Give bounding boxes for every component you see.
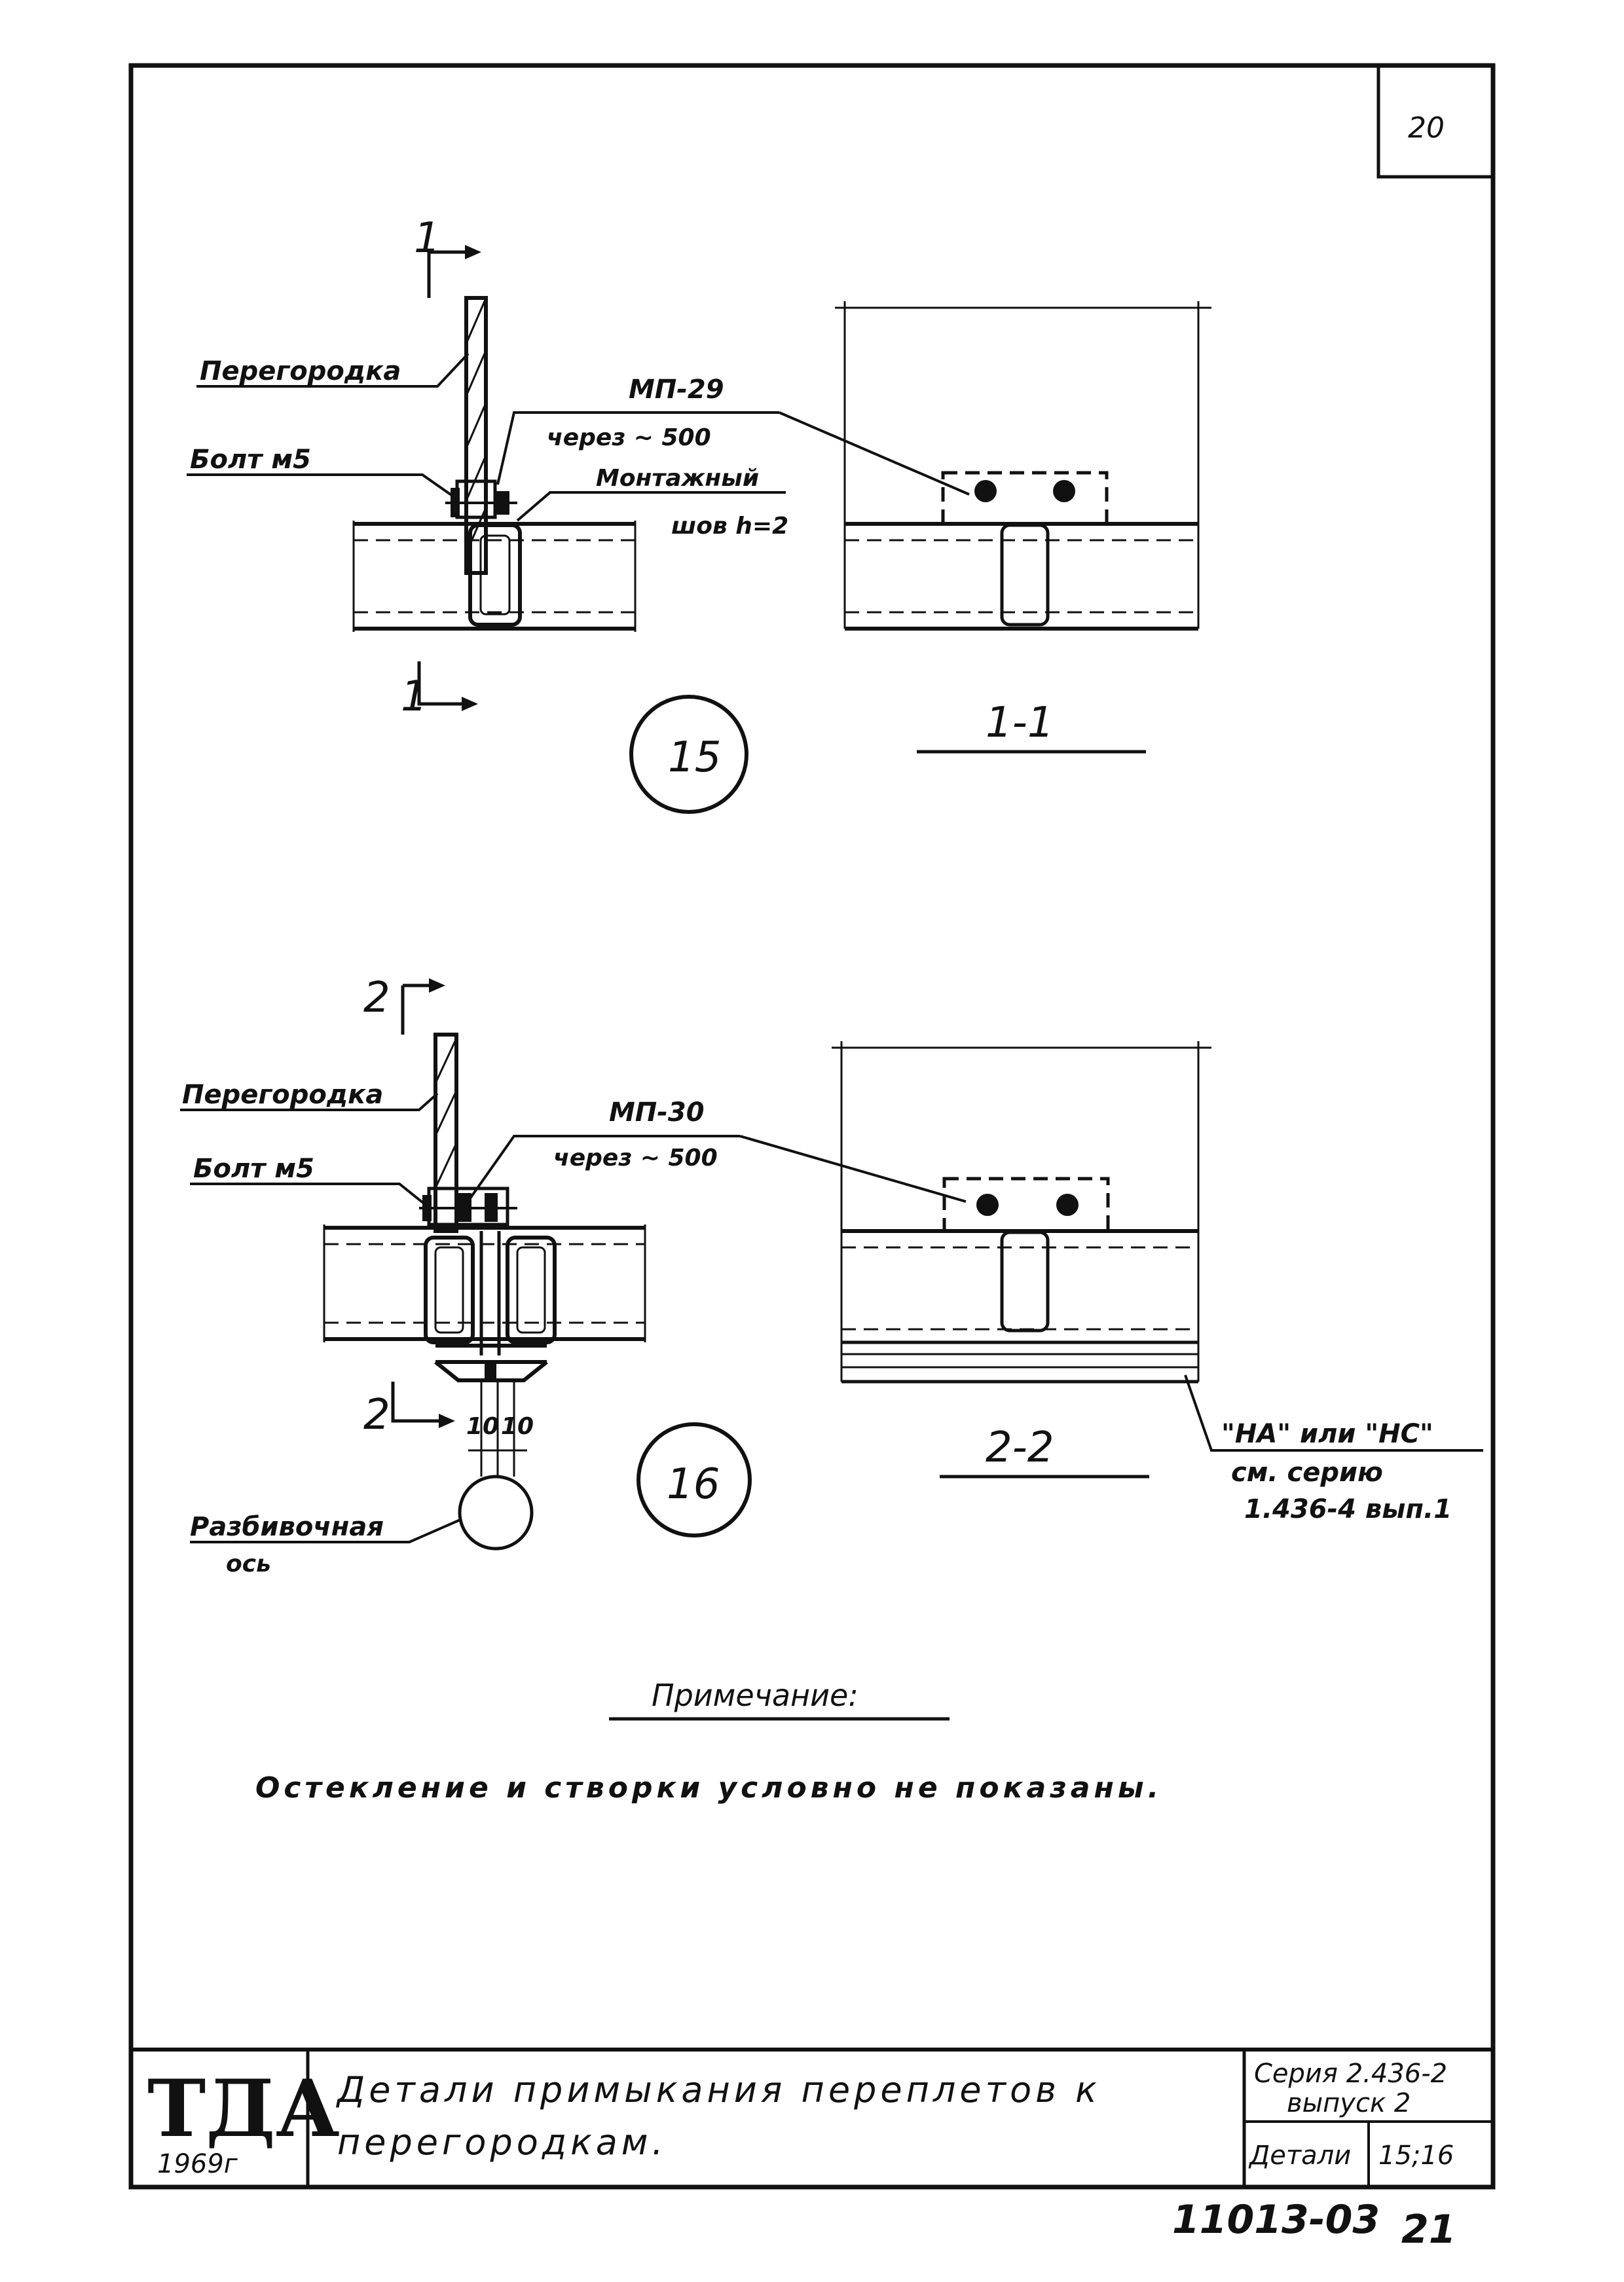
- drawing-title-line-1: Детали примыкания переплетов к: [336, 2069, 1101, 2110]
- d16-ref-2: см. серию: [1231, 1458, 1383, 1488]
- org-stamp: ТДА: [147, 2063, 340, 2155]
- note-text: Остекление и створки условно не показаны…: [255, 1771, 1162, 1805]
- d16-axis-label-1: Разбивочная: [190, 1512, 384, 1542]
- note: Примечание: Остекление и створки условно…: [255, 1678, 1162, 1805]
- d15-bolt-label: Болт м5: [190, 445, 311, 475]
- d15-spacing-label: через ~ 500: [547, 424, 711, 451]
- detail-value: 15;16: [1378, 2141, 1454, 2171]
- detail-15-number: 15: [668, 733, 721, 782]
- page-number-box: 20: [1376, 65, 1493, 179]
- d16-partition-label: Перегородка: [182, 1080, 383, 1110]
- page-number: 20: [1408, 111, 1445, 145]
- d15-weld-label-2: шов h=2: [671, 513, 788, 540]
- d16-plate-label: МП-30: [609, 1097, 705, 1128]
- d16-dim-1: 10: [466, 1413, 499, 1440]
- d15-plate-label: МП-29: [629, 375, 724, 405]
- title-block: ТДА 1969г Детали примыкания переплетов к…: [131, 2048, 1493, 2187]
- series-2: выпуск 2: [1287, 2088, 1411, 2118]
- d15-weld-label-1: Монтажный: [596, 465, 759, 492]
- drawing-number: 11013-03: [1172, 2197, 1380, 2243]
- section-mark-1-bottom: 1: [401, 672, 428, 721]
- section-1-1: 1-1: [835, 301, 1211, 754]
- detail-16-elevation: 2 2: [180, 974, 967, 1577]
- sheet-frame: [128, 63, 1496, 2190]
- section-2-2: 2-2 "НА" или "НС" см. серию 1.436-4 вып.…: [832, 1041, 1483, 1524]
- sheet-number: 21: [1401, 2207, 1456, 2253]
- series-1: Серия 2.436-2: [1254, 2059, 1447, 2089]
- d16-axis-label-2: ось: [226, 1551, 271, 1577]
- detail-16-number: 16: [667, 1460, 720, 1509]
- drawing-title-line-2: перегородкам.: [337, 2122, 667, 2163]
- section-mark-2-bottom: 2: [363, 1391, 390, 1439]
- d16-spacing-label: через ~ 500: [553, 1145, 718, 1171]
- section-1-1-title: 1-1: [986, 699, 1054, 747]
- note-heading: Примечание:: [652, 1678, 858, 1713]
- d16-bolt-label: Болт м5: [193, 1154, 314, 1184]
- d16-dim-2: 10: [501, 1413, 534, 1440]
- d16-ref-3: 1.436-4 вып.1: [1244, 1494, 1452, 1524]
- section-mark-1-top: 1: [414, 214, 441, 263]
- d15-partition-label: Перегородка: [200, 356, 401, 386]
- section-2-2-title: 2-2: [986, 1424, 1054, 1472]
- detail-15-elevation: 1 1 Перегородка Болт м5: [187, 214, 970, 814]
- year: 1969г: [157, 2149, 238, 2179]
- d16-ref-1: "НА" или "НС": [1221, 1419, 1433, 1449]
- section-mark-2-top: 2: [363, 974, 390, 1022]
- detail-label: Детали: [1248, 2141, 1351, 2171]
